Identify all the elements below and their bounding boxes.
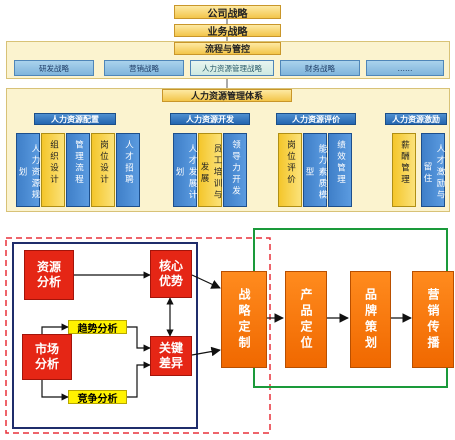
item-label: 人才激励与留住 [422,144,445,202]
item-leadership: 领导力开发 [223,133,247,207]
item-job-evaluation: 岗位评价 [278,133,302,207]
brand-planning-step: 品牌策划 [350,271,391,368]
item-label: 人力资源规划 [17,144,40,202]
process-control-title: 流程与管控 [174,42,281,55]
item-org-design: 组织设计 [41,133,65,207]
item-talent-plan: 人才发展计划 [173,133,197,207]
item-job-design: 岗位设计 [91,133,115,207]
item-recruitment: 人才招聘 [116,133,140,207]
item-talent-retention: 人才激励与留住 [421,133,445,207]
marketing-communication-step: 营销传播 [412,271,454,368]
item-label: 绩效管理 [335,140,346,186]
section-hr-development: 人力资源开发 [170,113,250,125]
section-hr-evaluation: 人力资源评价 [276,113,356,125]
item-label: 员工培训与发展 [199,144,222,202]
trend-analysis-label: 趋势分析 [68,320,127,335]
strategy-hr: 人力资源管理战略 [190,60,274,76]
strategy-finance: 财务战略 [280,60,360,76]
business-strategy-box: 业务战略 [174,24,281,38]
item-mgmt-process: 管理流程 [66,133,90,207]
section-hr-allocation: 人力资源配置 [34,113,116,125]
company-strategy-box: 公司战略 [174,5,281,20]
item-label: 岗位设计 [98,140,109,186]
strategy-marketing: 营销战略 [104,60,184,76]
item-label: 人才发展计划 [174,144,197,202]
product-positioning-step: 产品定位 [285,271,327,368]
item-label: 薪酬管理 [399,140,410,186]
item-label: 人才招聘 [123,140,134,186]
strategy-more: …… [366,60,444,76]
market-analysis-box: 市场分析 [22,334,72,380]
item-label: 管理流程 [73,140,84,186]
item-competency-model: 能力素质模型 [303,133,327,207]
item-label: 岗位评价 [285,140,296,186]
resource-analysis-box: 资源分析 [24,250,74,300]
item-performance: 绩效管理 [328,133,352,207]
hr-system-title: 人力资源管理体系 [162,89,292,102]
key-difference-box: 关键差异 [150,336,192,376]
item-training: 员工培训与发展 [198,133,222,207]
item-label: 组织设计 [48,140,59,186]
competition-analysis-label: 竞争分析 [68,390,127,405]
item-hr-planning: 人力资源规划 [16,133,40,207]
item-label: 能力素质模型 [304,144,327,202]
section-hr-incentive: 人力资源激励 [385,113,447,125]
core-advantage-box: 核心优势 [150,250,192,298]
strategy-rd: 研发战略 [14,60,94,76]
item-label: 领导力开发 [230,140,241,198]
item-compensation: 薪酬管理 [392,133,416,207]
strategy-step: 战略定制 [221,271,267,368]
